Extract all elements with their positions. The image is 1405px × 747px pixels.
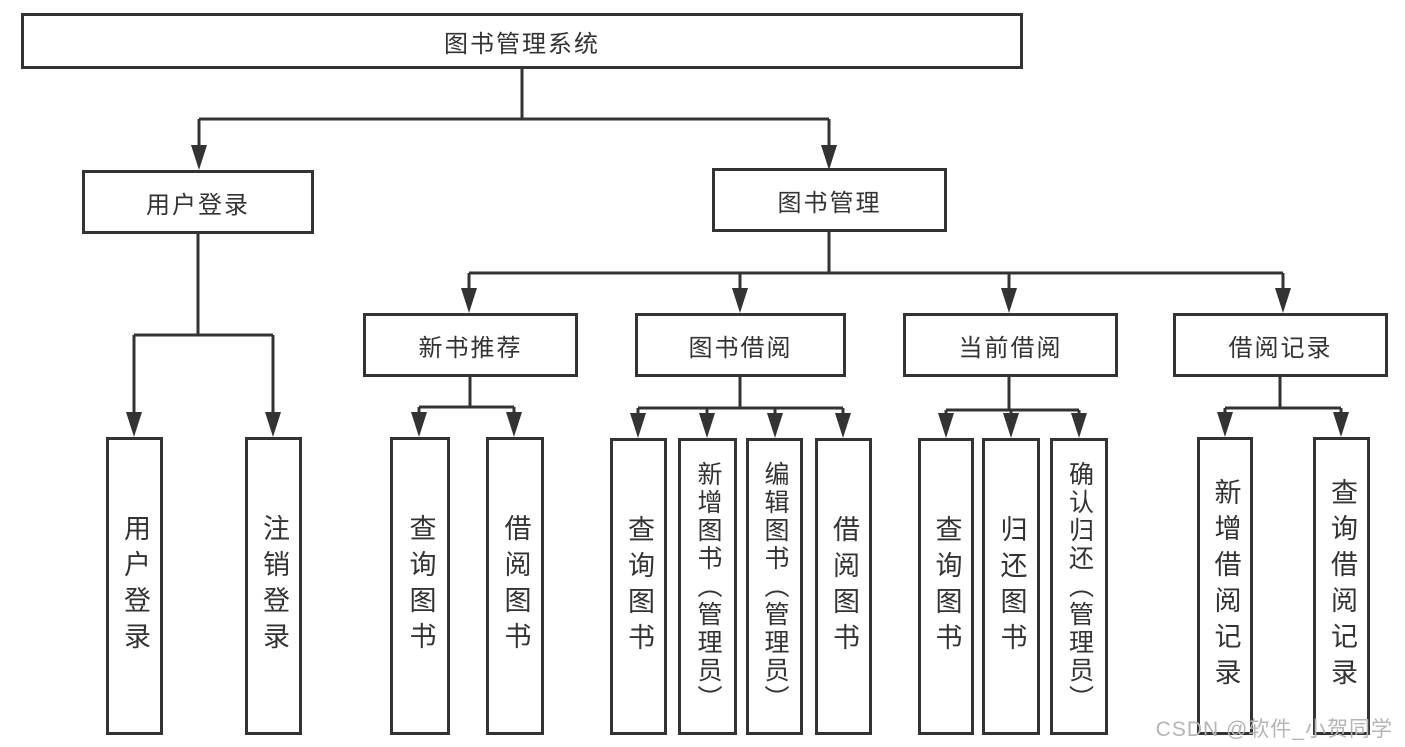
nb-borrow-books-box: 借阅图书 — [486, 437, 544, 735]
csdn-watermark: CSDN @软件_小贺同学 — [1155, 718, 1393, 741]
cb-query-books-box: 查询图书 — [918, 438, 974, 735]
user-login-label: 用户登录 — [146, 191, 250, 219]
user-login-leaf-label: 用户登录 — [120, 514, 150, 658]
current-borrow-box: 当前借阅 — [903, 313, 1118, 377]
new-book-recommend-box: 新书推荐 — [363, 313, 578, 377]
user-login-leaf-box: 用户登录 — [106, 437, 163, 735]
br-add-record-box: 新增借阅记录 — [1197, 437, 1253, 735]
book-management-label: 图书管理 — [777, 189, 882, 217]
user-login-box: 用户登录 — [82, 170, 314, 234]
cb-confirm-return-label: 确认归还（管理员） — [1065, 460, 1094, 713]
nb-borrow-books-label: 借阅图书 — [500, 514, 531, 658]
logout-leaf-label: 注销登录 — [259, 514, 289, 658]
new-book-recommend-label: 新书推荐 — [418, 334, 523, 362]
br-query-record-label: 查询借阅记录 — [1327, 478, 1357, 694]
bb-borrow-books-box: 借阅图书 — [815, 438, 872, 735]
bb-query-books-box: 查询图书 — [610, 438, 667, 735]
current-borrow-label: 当前借阅 — [958, 334, 1063, 362]
bb-borrow-books-label: 借阅图书 — [829, 514, 859, 659]
book-borrow-label: 图书借阅 — [688, 334, 793, 362]
logout-leaf-box: 注销登录 — [245, 437, 302, 735]
nb-query-books-box: 查询图书 — [390, 437, 450, 735]
borrow-record-label: 借阅记录 — [1228, 334, 1333, 362]
borrow-record-box: 借阅记录 — [1173, 313, 1388, 377]
book-borrow-box: 图书借阅 — [635, 313, 846, 377]
cb-query-books-label: 查询图书 — [931, 514, 962, 659]
root-box: 图书管理系统 — [21, 13, 1023, 69]
root-label: 图书管理系统 — [444, 30, 600, 58]
bb-edit-books-box: 编辑图书（管理员） — [746, 438, 803, 735]
br-query-record-box: 查询借阅记录 — [1313, 437, 1370, 735]
br-add-record-label: 新增借阅记录 — [1210, 478, 1241, 694]
book-management-box: 图书管理 — [712, 168, 947, 232]
cb-return-books-label: 归还图书 — [996, 514, 1027, 659]
bb-edit-books-label: 编辑图书（管理员） — [761, 460, 789, 713]
cb-confirm-return-box: 确认归还（管理员） — [1050, 438, 1108, 735]
cb-return-books-box: 归还图书 — [982, 438, 1040, 735]
nb-query-books-label: 查询图书 — [405, 514, 436, 658]
bb-add-books-label: 新增图书（管理员） — [694, 460, 722, 713]
bb-add-books-box: 新增图书（管理员） — [678, 438, 737, 735]
bb-query-books-label: 查询图书 — [624, 514, 654, 659]
